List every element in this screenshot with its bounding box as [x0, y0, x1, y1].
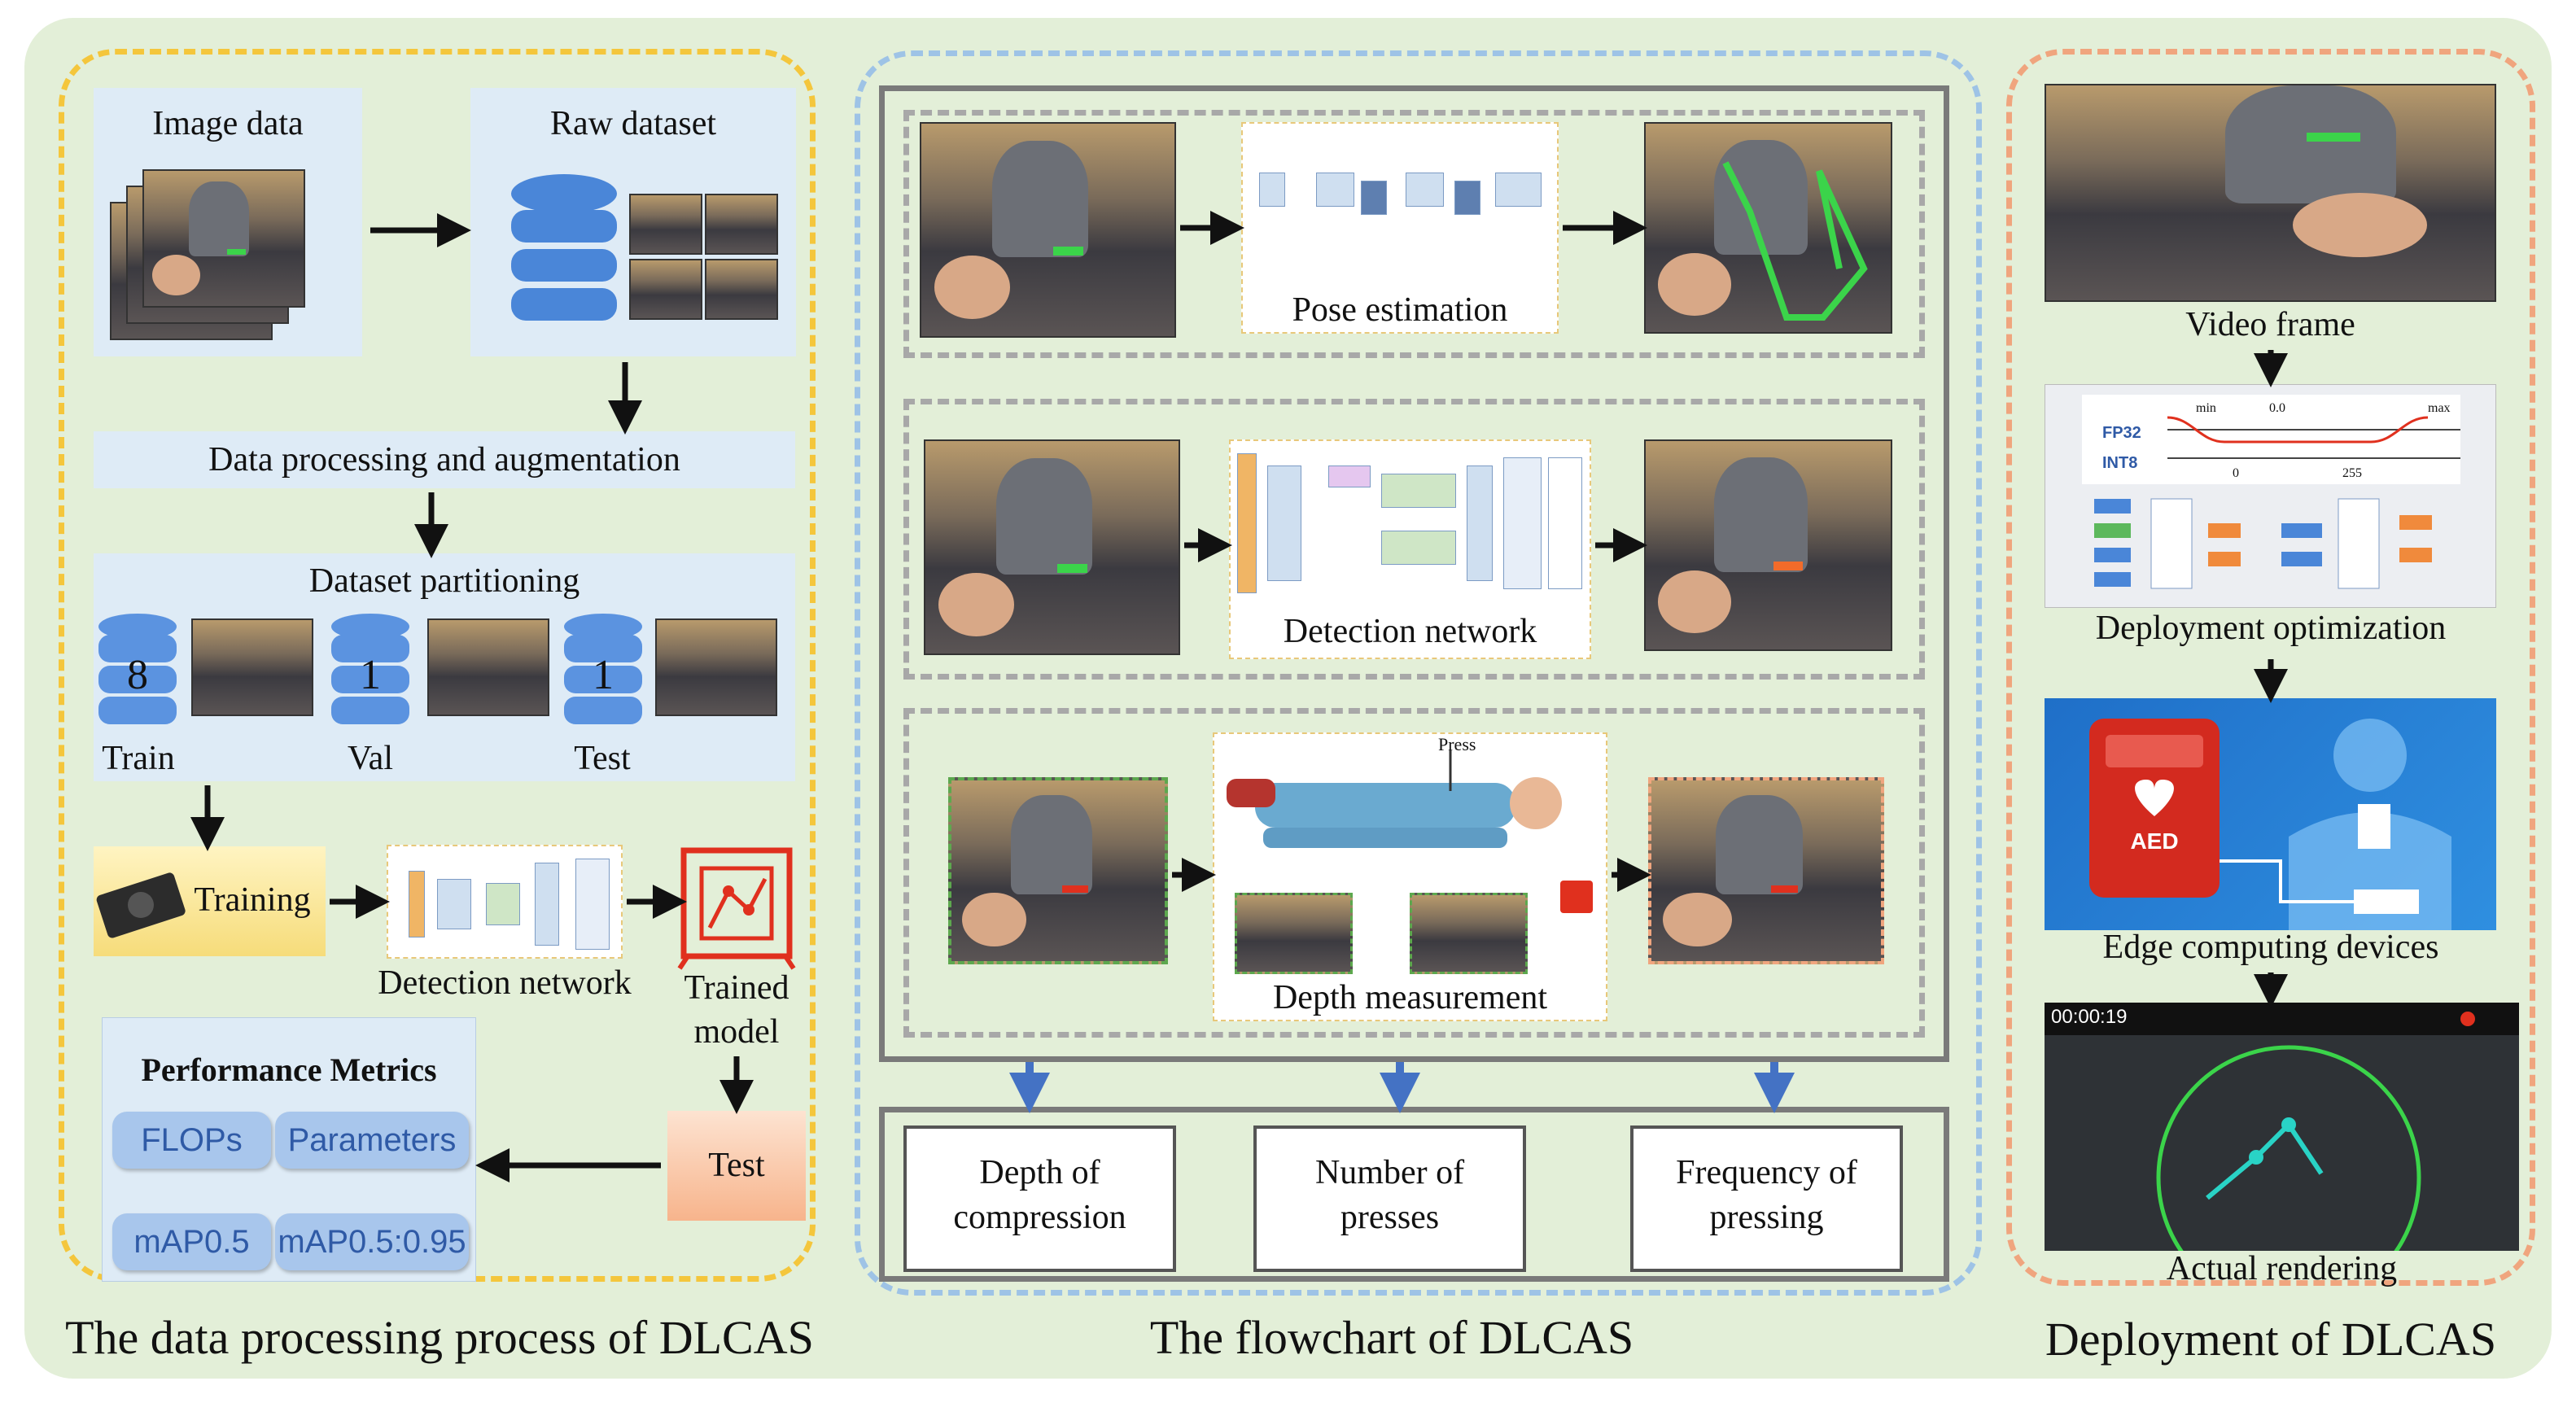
depth-of-compression-line1: Depth of [979, 1154, 1100, 1191]
pose-output-frame [1644, 122, 1892, 334]
test-count: 1 [593, 652, 614, 698]
fp32-label: FP32 [2102, 424, 2141, 442]
quant-min-label: min [2196, 401, 2216, 415]
number-of-presses-line2: presses [1340, 1199, 1440, 1236]
pose-estimation-row [903, 110, 1925, 358]
edge-devices-image: AED [2045, 698, 2496, 930]
raw-dataset-label: Raw dataset [549, 105, 717, 142]
performance-metrics-title: Performance Metrics [141, 1051, 437, 1088]
frequency-of-pressing-line2: pressing [1709, 1199, 1824, 1236]
flops-metric: FLOPs [112, 1112, 271, 1169]
database-icon [511, 174, 617, 321]
depth-frame-before [1235, 893, 1353, 974]
raw-dataset-box: Raw dataset [470, 88, 796, 356]
map50-metric: mAP0.5 [112, 1213, 271, 1270]
depth-measurement-panel: Press Depth measurement [1213, 732, 1607, 1021]
train-database-icon [98, 614, 177, 724]
detection-network-label-middle: Detection network [1283, 613, 1537, 650]
image-data-label: Image data [152, 105, 304, 142]
data-processing-box: Data processing and augmentation [94, 431, 795, 488]
aed-label: AED [2130, 828, 2179, 854]
depth-measurement-row [903, 708, 1925, 1038]
detection-network-row [903, 399, 1925, 680]
frequency-of-pressing-line1: Frequency of [1676, 1154, 1857, 1191]
image-data-box: Image data [94, 88, 362, 356]
quant-zero-label: 0.0 [2269, 401, 2285, 415]
trained-model-label-2: model [693, 1013, 780, 1051]
deployment-caption: Deployment of DLCAS [2045, 1313, 2497, 1366]
deployment-optimization-image: FP32 INT8 min 0.0 max 0 255 [2045, 384, 2496, 608]
int8-label: INT8 [2102, 454, 2138, 472]
train-count: 8 [127, 652, 148, 698]
raw-image-1 [629, 194, 702, 255]
dataset-partitioning-box: Dataset partitioning 8 1 1 Train Val Tes… [94, 553, 795, 781]
train-images [191, 618, 313, 716]
test-label: Test [574, 740, 631, 777]
pose-estimation-label: Pose estimation [1292, 291, 1508, 329]
pose-estimation-thumbnail: Pose estimation [1241, 122, 1559, 334]
data-processing-caption: The data processing process of DLCAS [65, 1311, 814, 1364]
detection-network-label-left: Detection network [378, 964, 632, 1002]
depth-of-compression-box: Depth of compression [903, 1125, 1176, 1272]
val-database-icon [331, 614, 409, 724]
quant-q0-label: 0 [2233, 466, 2239, 480]
frequency-of-pressing-box: Frequency of pressing [1630, 1125, 1903, 1272]
test-database-icon [564, 614, 642, 724]
detection-network-thumbnail [387, 845, 623, 959]
training-label: Training [194, 881, 311, 919]
parameters-metric: Parameters [275, 1112, 469, 1169]
edge-devices-label: Edge computing devices [2102, 929, 2439, 966]
deployment-optimization-label: Deployment optimization [2095, 610, 2447, 647]
split-database-icons [98, 614, 642, 724]
raw-image-4 [705, 259, 778, 320]
quant-q255-label: 255 [2342, 466, 2362, 480]
camera-icon [1560, 881, 1593, 913]
performance-metrics-box: Performance Metrics FLOPs Parameters mAP… [102, 1017, 476, 1282]
rendering-overlay [2156, 1012, 2475, 1251]
number-of-presses-line1: Number of [1314, 1154, 1465, 1191]
depth-input-frame [948, 777, 1168, 964]
training-box: Training [94, 846, 326, 956]
video-frame-image [2045, 84, 2496, 302]
rendering-timer: 00:00:19 [2051, 1006, 2128, 1028]
detection-input-frame [924, 439, 1180, 655]
val-images [427, 618, 549, 716]
flowchart-main-frame [879, 85, 1949, 1062]
val-label: Val [348, 740, 393, 777]
dataset-partitioning-label: Dataset partitioning [308, 562, 580, 600]
image-stack-front [142, 169, 305, 308]
aed-illustration [2089, 719, 2451, 930]
press-label: Press [1438, 734, 1476, 754]
detection-output-frame [1644, 439, 1892, 651]
manikin-illustration [1227, 750, 1562, 848]
number-of-presses-box: Number of presses [1253, 1125, 1526, 1272]
deployment-panel [2006, 49, 2535, 1286]
actual-rendering-image: 00:00:19 [2045, 1003, 2519, 1251]
trained-model-label-1: Trained [684, 969, 789, 1007]
depth-of-compression-line2: compression [953, 1199, 1126, 1236]
actual-rendering-label: Actual rendering [2166, 1250, 2398, 1287]
test-images [655, 618, 777, 716]
quant-max-label: max [2428, 401, 2451, 415]
val-count: 1 [360, 652, 381, 698]
flowchart-caption: The flowchart of DLCAS [1149, 1311, 1634, 1364]
raw-image-3 [629, 259, 702, 320]
train-label: Train [102, 740, 175, 777]
raw-image-2 [705, 194, 778, 255]
map50-95-metric: mAP0.5:0.95 [275, 1213, 469, 1270]
test-box: Test [667, 1111, 806, 1221]
quantization-curves [2094, 416, 2460, 589]
video-frame-label: Video frame [2185, 306, 2355, 343]
flowchart-panel [855, 50, 1982, 1296]
depth-frame-after [1410, 893, 1528, 974]
depth-measurement-label: Depth measurement [1272, 979, 1548, 1016]
pose-input-frame [920, 122, 1176, 338]
gpu-icon [96, 872, 186, 938]
